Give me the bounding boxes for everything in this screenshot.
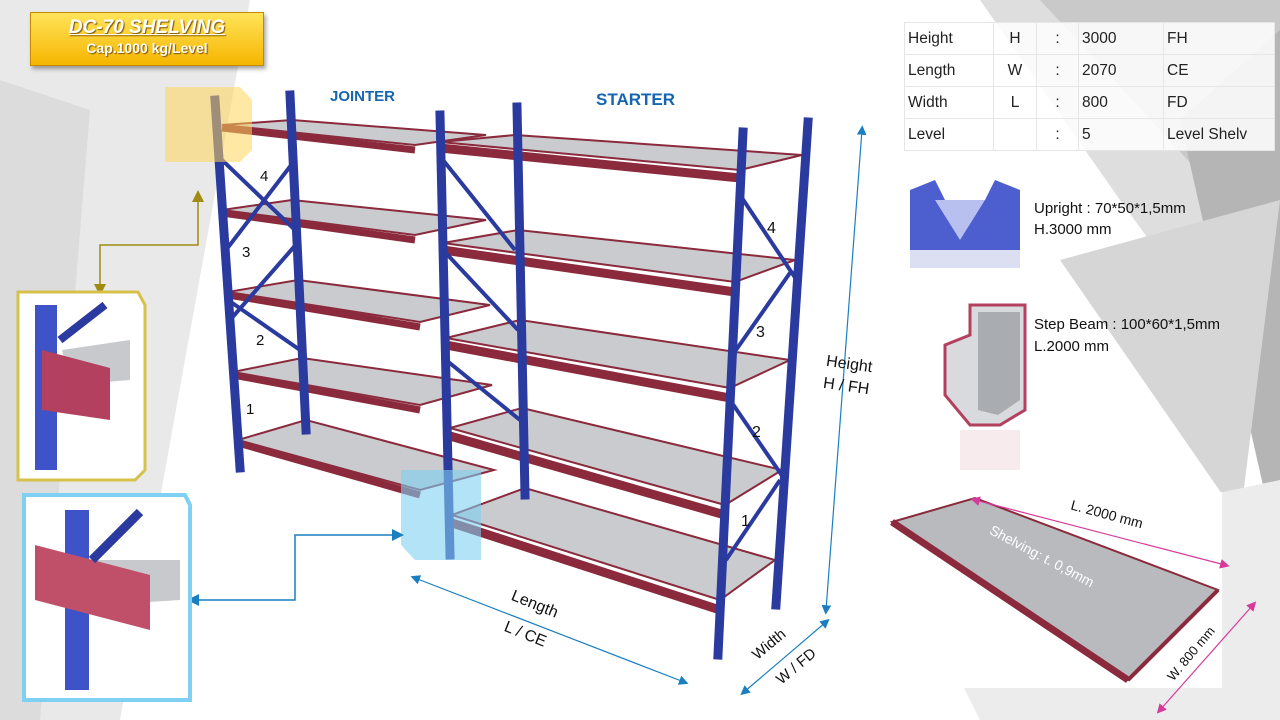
starter-level-2: 2 bbox=[752, 424, 761, 441]
spec-value: 2070 bbox=[1078, 54, 1164, 87]
upright-spec: Upright : 70*50*1,5mm bbox=[1034, 200, 1186, 217]
jointer-connector bbox=[94, 190, 204, 296]
spec-row-height: Height H : 3000 FH bbox=[904, 22, 1275, 55]
spec-value: 800 bbox=[1078, 86, 1164, 119]
starter-level-1: 1 bbox=[741, 513, 750, 530]
spec-row-level: Level : 5 Level Shelv bbox=[904, 118, 1275, 151]
starter-detail bbox=[22, 493, 192, 702]
beam-length: L.2000 mm bbox=[1034, 338, 1110, 355]
spec-label: Width bbox=[904, 86, 994, 119]
beam-spec: Step Beam : 100*60*1,5mm bbox=[1034, 316, 1220, 333]
step-beam-profile-icon bbox=[943, 303, 1027, 470]
spec-row-width: Width L : 800 FD bbox=[904, 86, 1275, 119]
title-badge: DC-70 SHELVING Cap.1000 kg/Level bbox=[30, 12, 264, 66]
spec-unit: CE bbox=[1163, 54, 1275, 87]
spec-unit: FD bbox=[1163, 86, 1275, 119]
width-arrow bbox=[740, 618, 830, 696]
shelf-panel-drawing bbox=[886, 492, 1257, 714]
spec-table: Height H : 3000 FH Length W : 2070 CE Wi… bbox=[904, 22, 1275, 151]
starter-label: STARTER bbox=[596, 90, 676, 109]
bracing bbox=[220, 158, 802, 562]
spec-symbol: L bbox=[993, 86, 1037, 119]
spec-separator: : bbox=[1036, 86, 1079, 119]
spec-separator: : bbox=[1036, 118, 1079, 151]
spec-symbol: W bbox=[993, 54, 1037, 87]
starter-highlight bbox=[401, 470, 481, 560]
spec-symbol: H bbox=[993, 22, 1037, 55]
spec-label: Height bbox=[904, 22, 994, 55]
jointer-level-3: 3 bbox=[242, 244, 251, 261]
spec-unit: Level Shelv bbox=[1163, 118, 1275, 151]
spec-symbol bbox=[993, 118, 1037, 151]
starter-level-3: 3 bbox=[756, 324, 765, 341]
jointer-level-2: 2 bbox=[256, 332, 265, 349]
spec-separator: : bbox=[1036, 54, 1079, 87]
starter-connector bbox=[187, 529, 404, 606]
length-arrow bbox=[410, 575, 689, 685]
jointer-label: JOINTER bbox=[330, 88, 396, 105]
height-arrow bbox=[821, 125, 867, 615]
jointer-level-4: 4 bbox=[260, 168, 269, 185]
spec-value: 5 bbox=[1078, 118, 1164, 151]
spec-value: 3000 bbox=[1078, 22, 1164, 55]
starter-shelves bbox=[439, 133, 803, 615]
spec-row-length: Length W : 2070 CE bbox=[904, 54, 1275, 87]
capacity-label: Cap.1000 kg/Level bbox=[86, 40, 208, 56]
jointer-detail bbox=[16, 290, 147, 482]
jointer-highlight bbox=[165, 87, 252, 162]
upright-height: H.3000 mm bbox=[1034, 221, 1112, 238]
spec-separator: : bbox=[1036, 22, 1079, 55]
upright-profile-icon bbox=[910, 180, 1020, 268]
product-title: DC-70 SHELVING bbox=[68, 17, 226, 38]
spec-unit: FH bbox=[1163, 22, 1275, 55]
uprights bbox=[210, 90, 813, 660]
spec-label: Length bbox=[904, 54, 994, 87]
jointer-level-1: 1 bbox=[246, 401, 255, 418]
starter-level-4: 4 bbox=[767, 220, 776, 237]
spec-label: Level bbox=[904, 118, 994, 151]
